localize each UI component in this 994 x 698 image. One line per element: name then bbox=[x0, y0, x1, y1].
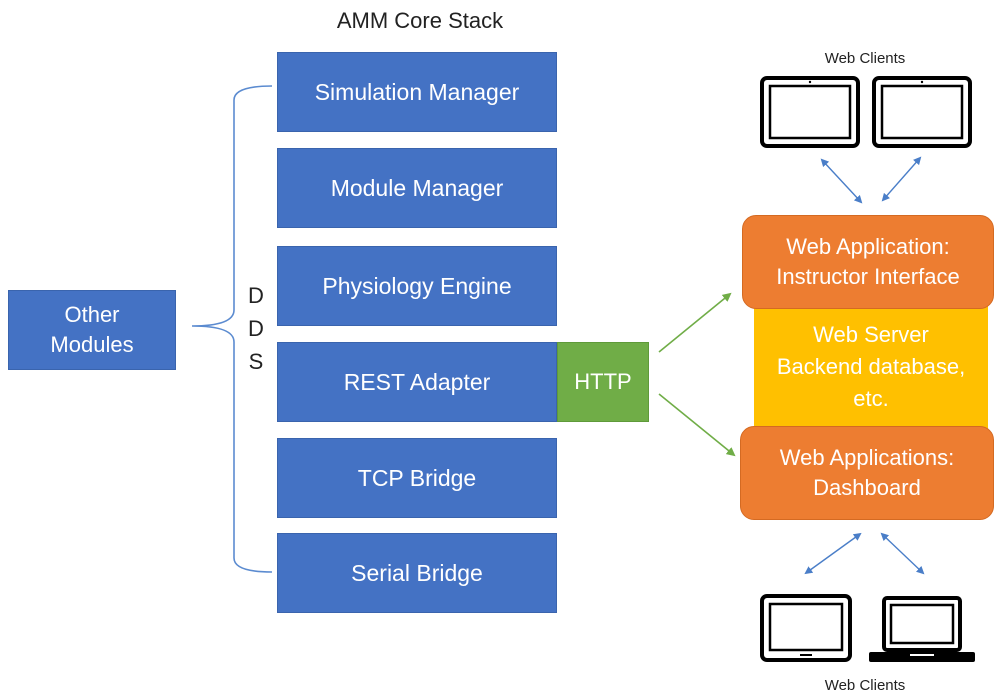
http-box: HTTP bbox=[557, 342, 649, 422]
web-app-dashboard-box: Web Applications: Dashboard bbox=[740, 426, 994, 520]
web-server-line3: etc. bbox=[853, 386, 889, 411]
dds-letter-1: D bbox=[248, 283, 264, 308]
bottom-client-arrow-2 bbox=[880, 532, 925, 575]
tablet-icon bbox=[760, 594, 852, 662]
web-clients-top-label: Web Clients bbox=[824, 50, 906, 67]
serial-bridge-box: Serial Bridge bbox=[277, 533, 557, 613]
other-modules-line1: Other bbox=[64, 302, 120, 327]
other-modules-box: Other Modules bbox=[8, 290, 176, 370]
simulation-manager-label: Simulation Manager bbox=[314, 78, 520, 105]
web-server-line2: Backend database, bbox=[776, 354, 966, 379]
web-app-instructor-line1: Web Application: bbox=[786, 234, 950, 259]
web-server-box: Web Server Backend database, etc. bbox=[754, 300, 988, 434]
laptop-icon bbox=[869, 596, 975, 662]
bottom-client-arrow-1 bbox=[804, 532, 862, 575]
other-modules-line2: Modules bbox=[50, 332, 134, 357]
physiology-engine-box: Physiology Engine bbox=[277, 246, 557, 326]
http-label: HTTP bbox=[574, 369, 632, 394]
tablet-icon bbox=[872, 76, 972, 148]
dds-brace bbox=[191, 85, 273, 573]
web-server-line1: Web Server bbox=[813, 322, 929, 347]
tablet-icon bbox=[760, 76, 860, 148]
top-client-arrow-2 bbox=[881, 156, 922, 202]
physiology-engine-label: Physiology Engine bbox=[322, 272, 512, 299]
dds-letter-3: S bbox=[248, 349, 264, 374]
tcp-bridge-box: TCP Bridge bbox=[277, 438, 557, 518]
module-manager-box: Module Manager bbox=[277, 148, 557, 228]
web-app-dashboard-line1: Web Applications: bbox=[779, 445, 955, 470]
module-manager-label: Module Manager bbox=[330, 174, 504, 201]
rest-adapter-box: REST Adapter bbox=[277, 342, 557, 422]
dds-letter-2: D bbox=[248, 316, 264, 341]
http-to-dashboard-arrow bbox=[658, 393, 736, 457]
simulation-manager-box: Simulation Manager bbox=[277, 52, 557, 132]
web-app-dashboard-line2: Dashboard bbox=[813, 475, 921, 500]
http-to-instructor-arrow bbox=[658, 292, 732, 353]
web-app-instructor-line2: Instructor Interface bbox=[776, 264, 960, 289]
rest-adapter-label: REST Adapter bbox=[343, 368, 491, 395]
web-app-instructor-box: Web Application: Instructor Interface bbox=[742, 215, 994, 309]
stack-title: AMM Core Stack bbox=[336, 8, 504, 33]
serial-bridge-label: Serial Bridge bbox=[351, 559, 483, 586]
tcp-bridge-label: TCP Bridge bbox=[357, 464, 477, 491]
web-clients-bottom-label: Web Clients bbox=[824, 677, 906, 694]
top-client-arrow-1 bbox=[820, 158, 863, 204]
